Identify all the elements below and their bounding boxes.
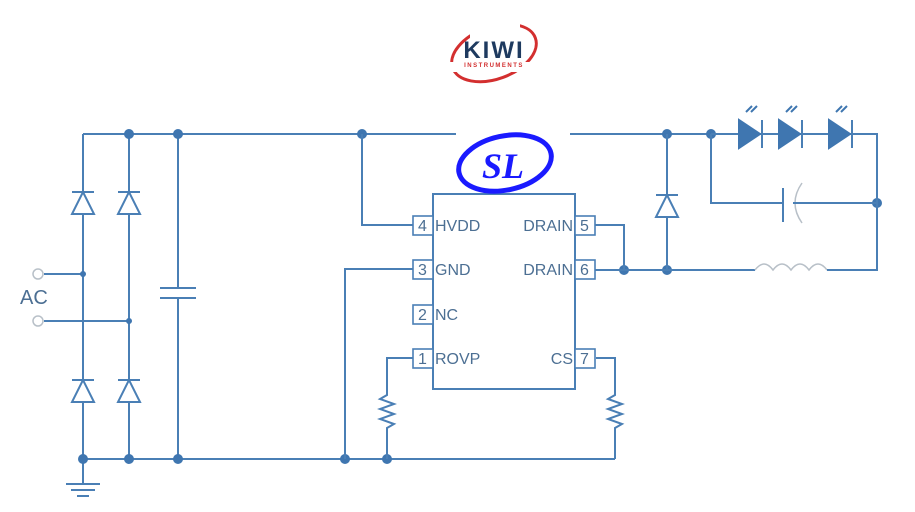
rovp-resistor-icon [377,357,413,459]
diode-d2-icon [116,189,142,215]
led-3-icon [828,105,853,150]
gnd-wire [344,268,413,459]
svg-text:CS: CS [551,351,573,368]
svg-text:DRAIN: DRAIN [523,218,573,235]
logo-instruments-text: INSTRUMENTS [464,63,524,69]
logo-kiwi-text: KIWI [463,37,524,64]
svg-text:NC: NC [435,307,458,324]
bridge-rectifier: AC [20,134,142,459]
ic-pin-5: 5 DRAIN [523,215,596,236]
ic-pin-2: 2 NC [412,304,458,325]
led-2-icon [778,105,803,150]
ic-pin-4: 4 HVDD [412,215,480,236]
svg-text:1: 1 [418,351,427,368]
ground-icon [66,459,100,497]
led-string [711,105,862,150]
bulk-capacitor-icon [160,134,196,459]
ac-terminal-2 [32,315,44,327]
svg-text:ROVP: ROVP [435,351,480,368]
logo-mask [470,22,520,40]
ic-pin-7: 7 CS [551,348,596,369]
kiwi-instruments-logo: KIWI INSTRUMENTS [440,22,550,84]
ac-label: AC [20,287,48,309]
sl-logo-text: SL [482,146,524,186]
svg-text:7: 7 [580,351,589,368]
svg-text:5: 5 [580,218,589,235]
svg-text:GND: GND [435,262,471,279]
drain5-wire [595,224,625,270]
ac-terminal-1 [32,268,44,280]
svg-text:6: 6 [580,262,589,279]
ic-pin-3: 3 GND [412,259,471,280]
svg-text:3: 3 [418,262,427,279]
diode-d4-icon [116,377,142,403]
ic-body [432,193,576,390]
diode-d3-icon [70,377,96,403]
svg-text:4: 4 [418,218,427,235]
ic-pin-1: 1 ROVP [412,348,480,369]
diode-d1-icon [70,189,96,215]
cs-resistor-icon [596,357,625,459]
output-capacitor-icon [710,134,877,224]
svg-text:2: 2 [418,307,427,324]
svg-text:DRAIN: DRAIN [523,262,573,279]
svg-text:HVDD: HVDD [435,218,480,235]
sl-logo: SL [456,130,570,194]
freewheel-diode-icon [654,134,680,270]
led-1-icon [738,105,763,150]
ic-pin-6: 6 DRAIN [523,259,596,280]
logo-mask-2 [440,62,550,72]
hvdd-wire [361,134,413,226]
